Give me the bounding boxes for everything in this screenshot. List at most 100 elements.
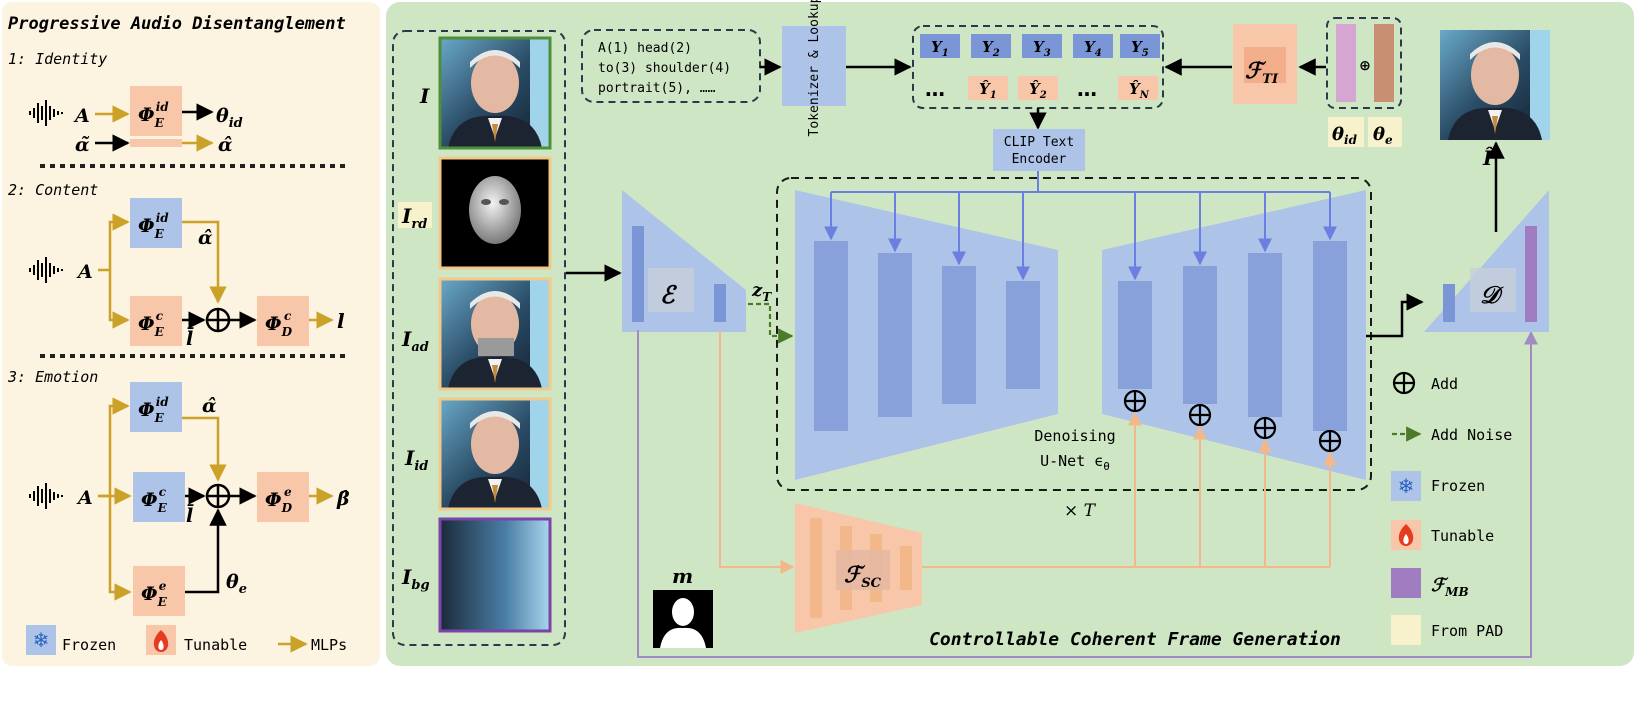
prompt-line-3: portrait(5), ……	[598, 81, 716, 96]
ccfg-title: Controllable Coherent Frame Generation	[929, 629, 1341, 650]
prompt-line-2: to(3) shoulder(4)	[598, 61, 731, 76]
cream-box-icon	[1391, 615, 1421, 645]
svg-text:CLIP Text: CLIP Text	[1004, 135, 1074, 150]
svg-text:ΦEid: ΦEid	[138, 211, 169, 241]
theta-concat-group	[1326, 17, 1402, 109]
phi-c-decoder	[257, 296, 309, 346]
theta-e-1: θe	[226, 571, 247, 597]
token-Yhat2: Ŷ2	[1029, 80, 1047, 101]
svg-text:ΦEid: ΦEid	[138, 100, 169, 130]
svg-text:ℰ: ℰ	[660, 280, 678, 309]
phi-e-encoder	[133, 566, 185, 616]
token-Y3: Y3	[1033, 38, 1051, 59]
legend-from-pad-label: From PAD	[1431, 622, 1503, 640]
svg-text:ΦEe: ΦEe	[141, 579, 168, 609]
f-sc-module: ℱSC	[795, 503, 922, 633]
image-I-ad	[438, 277, 552, 391]
svg-text:ΦDc: ΦDc	[265, 309, 293, 339]
tokenizer-box	[782, 26, 846, 106]
token-ellipsis-2: …	[1077, 77, 1097, 101]
snowflake-icon: ❄	[33, 628, 50, 652]
phi-id-encoder-tunable	[130, 86, 182, 136]
input-group	[392, 30, 566, 646]
token-Y2: Y2	[982, 38, 1000, 59]
alpha-hat-2: α̂	[198, 227, 213, 249]
audio-A-2: A	[76, 261, 93, 283]
theta-id-2: θid	[1332, 124, 1358, 147]
token-Y1: Y1	[931, 38, 949, 59]
alpha-hat-3: α̂	[202, 395, 217, 417]
flame-icon	[1398, 524, 1414, 546]
image-I-id	[438, 397, 552, 511]
unet-label-2: U-Net ϵθ	[1040, 452, 1110, 473]
legend-tunable-label-2: Tunable	[1431, 527, 1494, 545]
svg-text:ΦDe: ΦDe	[265, 485, 293, 515]
f-ti-label: ℱTI	[1245, 58, 1279, 87]
mb-conditioning-line	[637, 330, 1538, 658]
label-I-ad: Iad	[401, 327, 429, 355]
audio-waveform-icon	[29, 100, 63, 126]
unet-up-path	[1102, 190, 1366, 480]
svg-text:ΦEid: ΦEid	[138, 395, 169, 425]
concat-icon: ⊕	[1359, 58, 1371, 74]
label-I-rd: Ird	[401, 204, 427, 232]
label-I: I	[419, 84, 430, 108]
phi-e-decoder	[257, 472, 309, 522]
add-noise-arrow	[748, 302, 794, 344]
sc-conditioning-lines	[922, 411, 1337, 568]
pad-title: Progressive Audio Disentanglement	[8, 14, 346, 34]
svg-text:ℱSC: ℱSC	[844, 562, 882, 591]
phi-id-encoder-frozen-2	[130, 382, 182, 432]
purple-box-icon	[1391, 568, 1421, 598]
decoder-D: 𝒟	[1424, 190, 1549, 332]
token-Yhat1: Ŷ1	[979, 80, 997, 101]
tokenizer-label: Tokenizer & Lookup	[807, 0, 822, 136]
unet-label-1: Denoising	[1034, 427, 1115, 445]
snowflake-icon: ❄	[1398, 474, 1415, 498]
section-emotion-label: 3: Emotion	[7, 368, 98, 386]
token-ellipsis-1: …	[925, 77, 945, 101]
svg-text:Encoder: Encoder	[1012, 152, 1067, 167]
z-T-label: zT	[751, 280, 772, 304]
image-I-rd	[438, 156, 552, 270]
theta-id-1: θid	[216, 105, 243, 131]
times-T: × T	[1064, 501, 1097, 521]
svg-text:ΦEc: ΦEc	[138, 309, 165, 339]
l-output: l	[337, 309, 345, 333]
legend-frozen-label: Frozen	[62, 636, 116, 654]
audio-A-3: A	[76, 487, 93, 509]
alpha-tilde: α̃	[75, 134, 90, 156]
unet-down-path	[795, 190, 1058, 480]
beta-hat: β̂	[336, 488, 350, 510]
output-image	[1440, 30, 1550, 140]
oplus-icon	[205, 483, 231, 509]
label-I-bg: Ibg	[401, 565, 430, 593]
clip-conditioning-lines	[824, 171, 1337, 281]
legend-add-label: Add	[1431, 375, 1458, 393]
audio-A-1: A	[73, 105, 90, 127]
section-content-label: 2: Content	[8, 181, 98, 199]
prompt-line-1: A(1) head(2)	[598, 41, 692, 56]
encoder-E: ℰ	[622, 190, 746, 332]
oplus-icon	[1392, 371, 1416, 395]
legend-add-noise-label: Add Noise	[1431, 426, 1512, 444]
mask-image	[653, 590, 713, 648]
token-YhatN: ŶN	[1129, 80, 1150, 101]
label-I-id: Iid	[404, 446, 428, 474]
legend-frozen-label-2: Frozen	[1431, 477, 1485, 495]
l-bar-2: l̄	[186, 505, 194, 527]
audio-waveform-icon	[29, 257, 63, 283]
legend-tunable-label: Tunable	[184, 636, 247, 654]
phi-id-encoder-frozen	[130, 198, 182, 248]
l-bar-1: l̄	[186, 328, 194, 350]
phi-c-encoder-frozen	[133, 472, 185, 522]
alpha-hat-1: α̂	[218, 134, 233, 156]
oplus-icon	[1123, 389, 1342, 453]
token-Y5: Y5	[1131, 38, 1149, 59]
sc-input-arrow	[719, 330, 795, 574]
oplus-icon	[205, 307, 231, 333]
theta-e-2: θe	[1373, 124, 1393, 147]
svg-text:ΦEc: ΦEc	[141, 485, 168, 515]
flame-icon	[153, 630, 169, 652]
